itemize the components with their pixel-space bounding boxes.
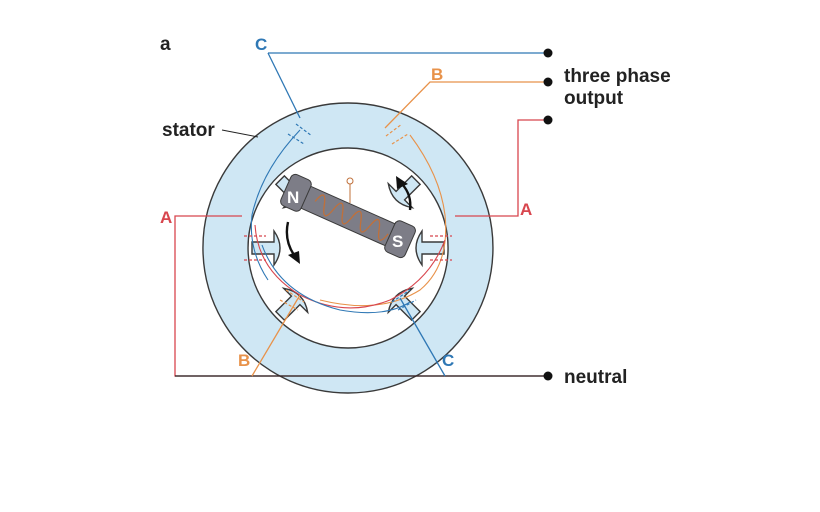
coil-c-top (287, 123, 313, 145)
external-wires (174, 52, 548, 377)
stator-poles (251, 174, 445, 322)
stator-label: stator (162, 120, 215, 141)
stator-pole (387, 174, 422, 209)
rotation-arrows (285, 176, 412, 264)
wire-a-right (455, 119, 548, 217)
terminal-a (543, 115, 553, 125)
coil-a-right (430, 235, 452, 261)
output-label-line2: output (564, 88, 624, 109)
winding-a-internal (254, 224, 446, 309)
rotor-coil (314, 194, 389, 241)
phase-label-c-bottom: C (442, 351, 454, 370)
coil-b-bottom (279, 289, 305, 311)
rotation-arrow-left (285, 221, 296, 256)
winding-c-internal (250, 129, 301, 281)
internal-windings (250, 129, 447, 314)
output-label-line1: three phase (564, 66, 671, 87)
rotor-south-label: S (392, 232, 403, 251)
phase-label-a-left: A (160, 208, 172, 227)
wire-c-bottom (399, 297, 446, 377)
wire-c-top (267, 52, 301, 119)
phase-label-c-top: C (255, 35, 267, 54)
rotation-arrowhead-left (288, 251, 300, 264)
rotor-south-end (384, 220, 416, 259)
rotor-north-label: N (287, 188, 299, 207)
terminal-neutral (543, 371, 553, 381)
phase-label-a-right: A (520, 200, 532, 219)
rotor-lead-terminal (346, 177, 354, 185)
stator-pointer (221, 129, 259, 138)
stator-ring (202, 102, 494, 394)
terminal-b (543, 77, 553, 87)
stator-pole (415, 228, 445, 268)
coil-a-left (244, 235, 266, 261)
coil-c-bottom (391, 289, 417, 311)
figure-letter: a (160, 34, 171, 55)
terminal-c (543, 48, 553, 58)
rotation-arrowhead-right (396, 176, 408, 189)
winding-c-internal-2 (261, 244, 411, 314)
rotor-north-end (280, 173, 312, 212)
neutral-label: neutral (564, 367, 627, 388)
wire-b-bottom (251, 294, 301, 377)
pole-coils (244, 123, 452, 311)
wire-b-top (384, 81, 548, 129)
phase-label-b-bottom: B (238, 351, 250, 370)
terminals (543, 48, 553, 381)
phase-label-b-top: B (431, 65, 443, 84)
coil-b-top (385, 123, 409, 145)
stator-pole (251, 228, 281, 268)
rotor (280, 173, 416, 259)
